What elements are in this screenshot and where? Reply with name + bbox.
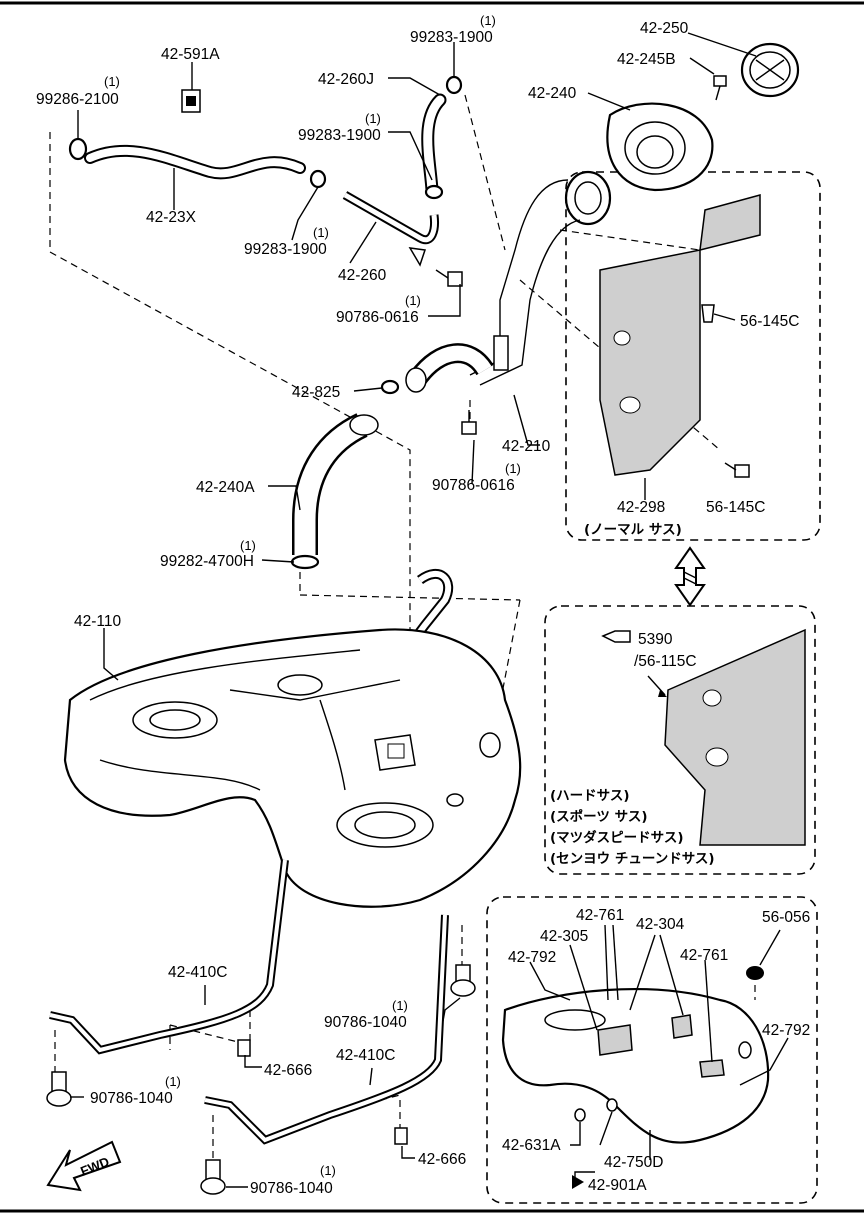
reference-hand-icon [601,630,631,643]
clamp-42-825 [380,379,400,395]
bolt-90786-1040-c [200,1159,226,1195]
label-42-825: 42-825 [292,384,340,401]
bolt-90786-1040-a [46,1071,72,1107]
clamp-99283-1900-low [309,169,327,189]
label-99286-2100: 99286-2100 [36,91,119,108]
hard-suspension-note: (ハードサス) [550,788,630,804]
label-42-666-b: 42-666 [418,1151,466,1168]
label-42-761-a: 42-761 [576,907,624,924]
detail-tank-view [501,988,770,1144]
qty-90786-0616-b: (1) [505,461,521,476]
normal-suspension-heat-shield-box [565,171,821,541]
qty-99283-1900-top: (1) [480,13,496,28]
clip-56-145C-b [734,464,750,478]
fuel-cap [740,42,800,98]
label-90786-1040-a: 90786-1040 [324,1014,407,1031]
qty-99286-2100: (1) [104,74,120,89]
normal-suspension-note: (ノーマル サス) [584,522,682,538]
filler-housing [606,102,714,192]
fuel-tank-42-110 [63,628,522,908]
leader-lines [70,32,789,1188]
label-90786-1040-c: 90786-1040 [250,1180,333,1197]
label-56-145C-b: 56-145C [706,499,765,516]
qty-90786-1040-c: (1) [320,1163,336,1178]
label-42-260: 42-260 [338,267,387,284]
tuned-suspension-note: (センヨウ チューンドサス) [550,851,715,867]
nut-42-666-a [237,1039,251,1057]
label-56-115C: /56-115C [634,653,697,670]
label-42-631A: 42-631A [502,1137,561,1154]
heat-shield-42-298 [599,194,761,476]
label-90786-1040-b: 90786-1040 [90,1090,173,1107]
label-99282-4700H: 99282-4700H [160,553,254,570]
screw-42-245B [713,75,727,101]
filler-hose-42-240A [292,413,379,555]
label-56-145C-a: 56-145C [740,313,799,330]
alternate-suspension-heat-shield-box [544,605,816,875]
label-42-240A: 42-240A [196,479,255,496]
clip-56-145C-a [701,304,715,323]
label-42-410C-a: 42-410C [168,964,227,981]
label-42-666-a: 42-666 [264,1062,312,1079]
label-90786-0616-a: 90786-0616 [336,309,419,326]
bracket-42-591A [181,89,201,113]
label-42-245B: 42-245B [617,51,676,68]
qty-90786-1040-a: (1) [392,998,408,1013]
filler-pipe-elbow [405,343,494,393]
tank-strap-42-410C-b [204,914,449,1145]
label-56-056: 56-056 [762,909,810,926]
label-42-298: 42-298 [617,499,665,516]
clamp-99282-4700H [290,554,320,570]
arrow-42-901A-icon [572,1175,584,1189]
label-99283-1900-low: 99283-1900 [244,241,327,258]
label-99283-1900-top: 99283-1900 [410,29,493,46]
hose-42-260J [421,93,447,197]
label-42-761-b: 42-761 [680,947,728,964]
heat-shield-alternate [601,628,806,846]
label-42-110: 42-110 [74,613,121,630]
label-42-23X: 42-23X [146,209,197,226]
qty-90786-0616-a: (1) [405,293,421,308]
qty-90786-1040-b: (1) [165,1074,181,1089]
alternate-swap-arrow-icon [674,546,706,607]
clamp-99286-2100 [68,137,88,161]
label-42-260J: 42-260J [318,71,374,88]
label-42-210: 42-210 [502,438,551,455]
label-42-240: 42-240 [528,85,577,102]
grommet-56-056 [746,966,764,980]
forward-arrow-icon: FWD [46,1140,122,1192]
clamp-99283-1900-mid [424,184,444,200]
label-42-792-b: 42-792 [762,1022,810,1039]
label-42-304: 42-304 [636,916,685,933]
qty-99283-1900-low: (1) [313,225,329,240]
hose-42-23X [84,144,306,180]
reference-5390: 5390 [638,631,673,648]
label-42-901A: 42-901A [588,1177,647,1194]
filler-pipe-42-210 [469,170,612,386]
bolt-90786-0616-a [435,269,463,287]
label-42-792-a: 42-792 [508,949,556,966]
label-42-250: 42-250 [640,20,689,37]
bolt-90786-1040-b [450,964,476,997]
label-42-305: 42-305 [540,928,588,945]
clamp-99283-1900-top [445,75,463,95]
sports-suspension-note: (スポーツ サス) [550,808,648,825]
breather-pipe-42-260 [342,191,439,267]
qty-99283-1900-mid: (1) [365,111,381,126]
mazdaspeed-suspension-note: (マツダスピードサス) [550,829,684,846]
label-42-750D: 42-750D [604,1154,663,1171]
tank-accessory-detail-box [486,896,818,1204]
label-90786-0616-b: 90786-0616 [432,477,515,494]
breather-hose-upper [406,569,454,648]
qty-99282-4700H: (1) [240,538,256,553]
label-99283-1900-mid: 99283-1900 [298,127,381,144]
tank-strap-42-410C-a [49,859,289,1055]
nut-42-666-b [394,1127,408,1145]
bolt-90786-0616-b [461,410,477,435]
label-42-410C-b: 42-410C [336,1047,395,1064]
label-42-591A: 42-591A [161,46,220,63]
